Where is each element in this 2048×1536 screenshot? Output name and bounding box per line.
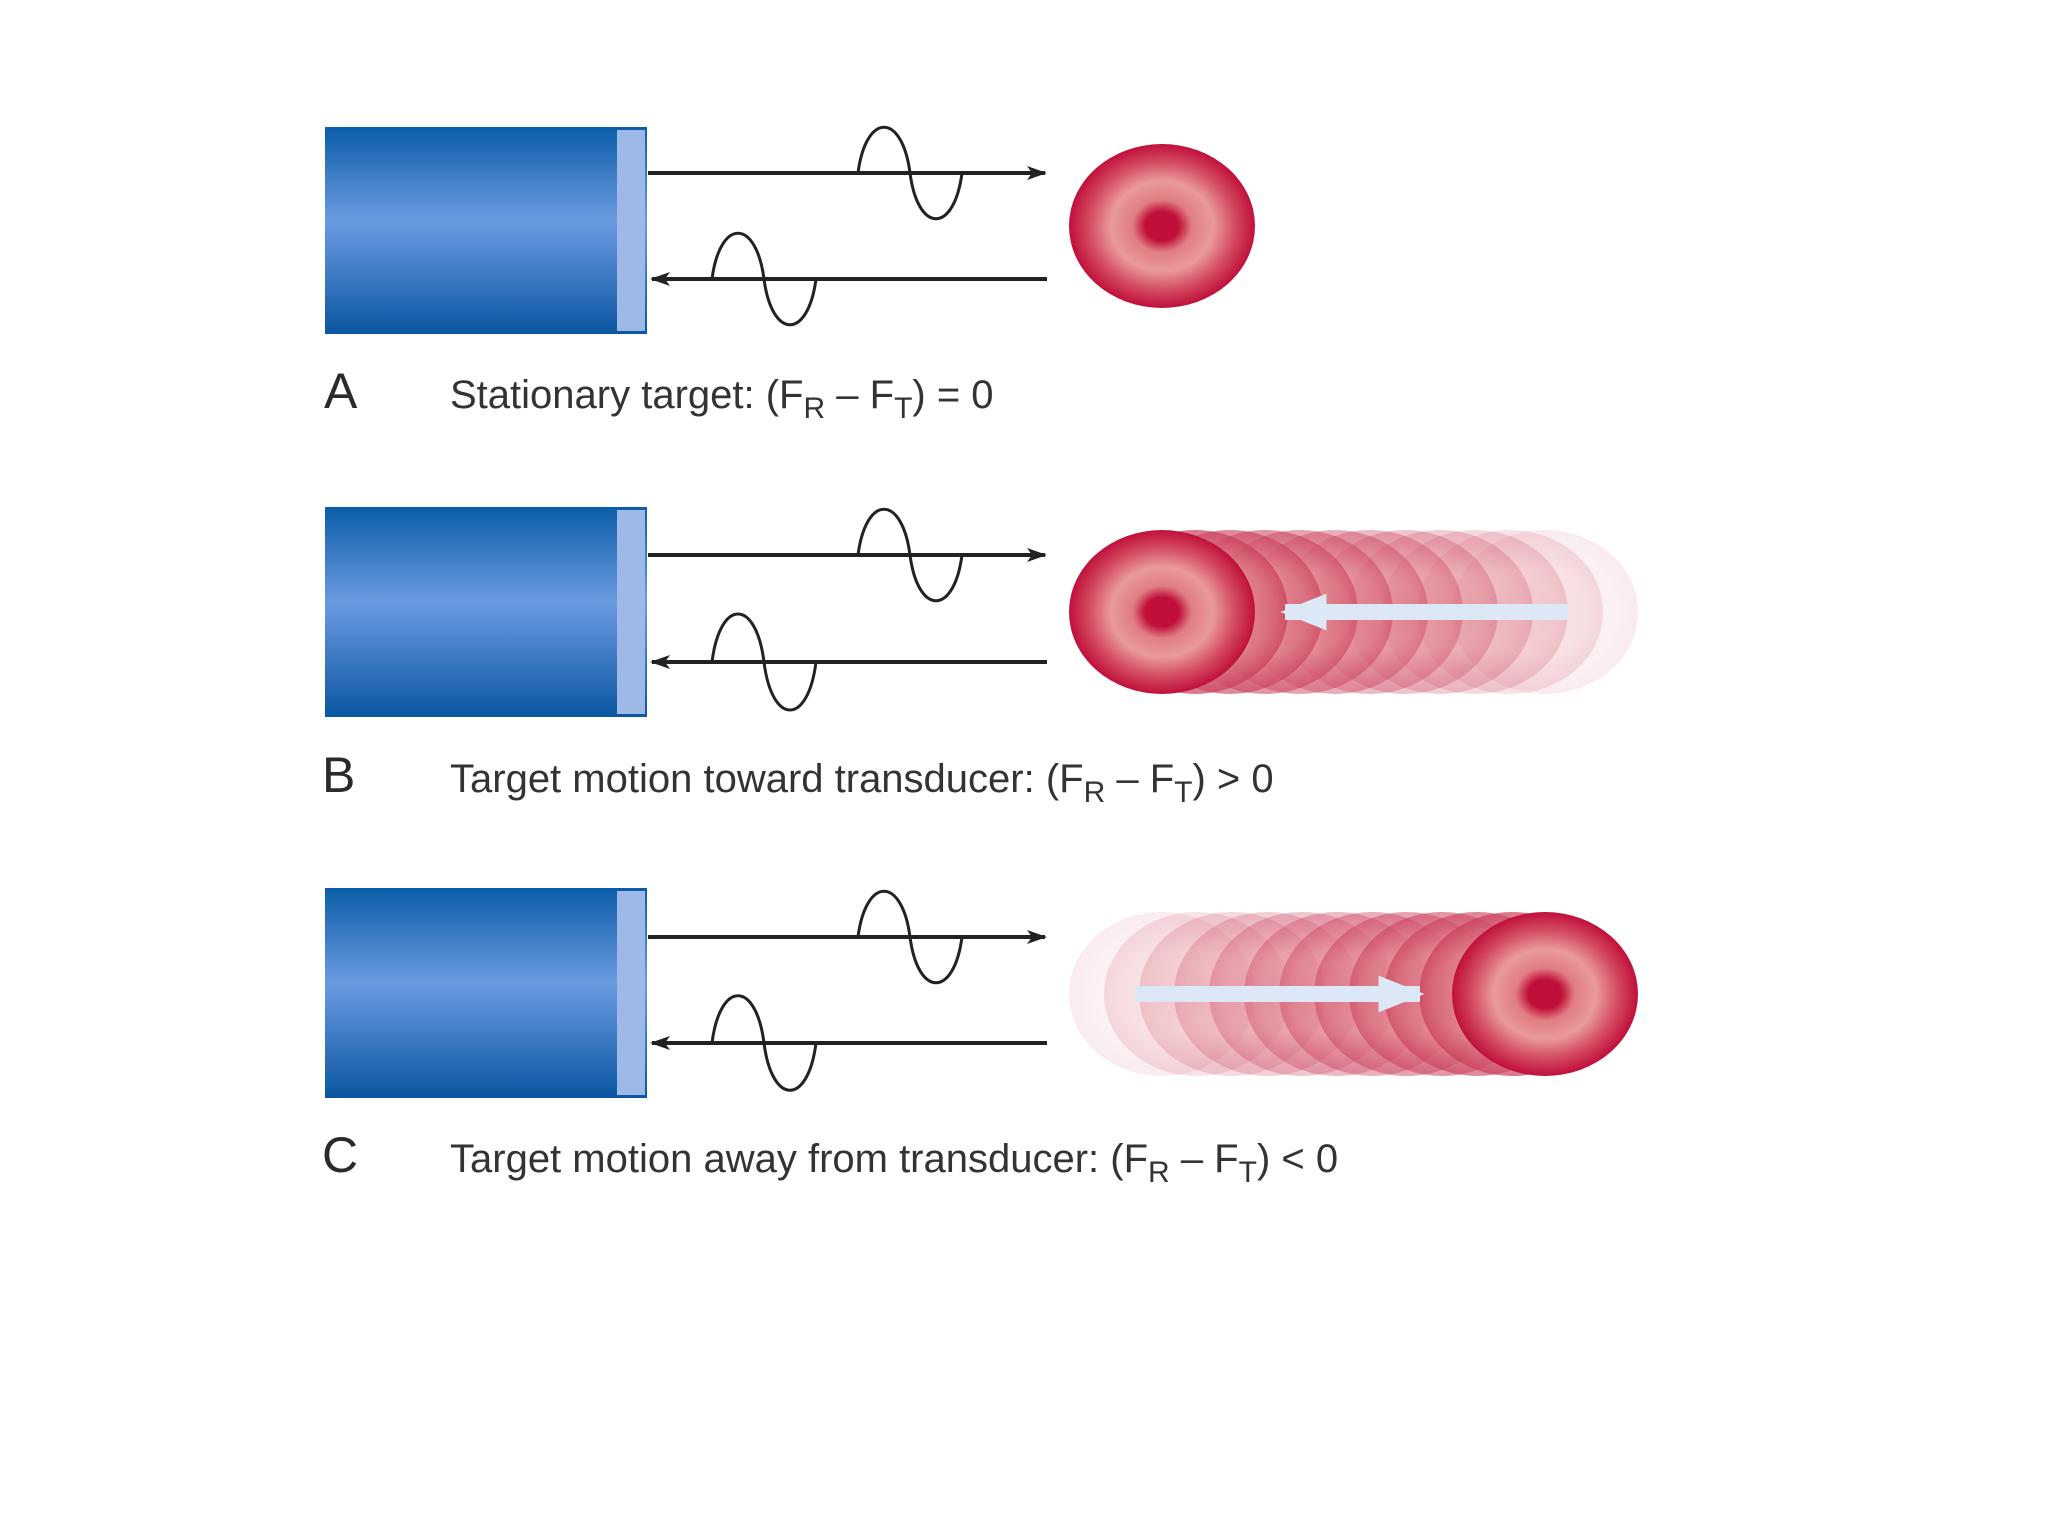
sine-wave-icon xyxy=(856,890,964,984)
panel-letter-b: B xyxy=(322,747,355,803)
panel-b: B Target motion toward transducer: (FR –… xyxy=(322,507,1638,809)
panel-caption-c: Target motion away from transducer: (FR … xyxy=(450,1137,1338,1189)
transducer-block-icon xyxy=(325,507,647,717)
transducer-block-icon xyxy=(325,127,647,334)
transducer-block-icon xyxy=(325,888,647,1098)
transducer-face-plate xyxy=(617,891,645,1095)
panel-caption-b: Target motion toward transducer: (FR – F… xyxy=(450,757,1274,809)
panel-letter-c: C xyxy=(322,1127,358,1183)
panel-a: A Stationary target: (FR – FT) = 0 xyxy=(324,126,1255,425)
panel-caption-a: Stationary target: (FR – FT) = 0 xyxy=(450,373,994,425)
sine-wave-icon xyxy=(710,232,818,326)
panel-letter-a: A xyxy=(324,363,358,419)
sine-wave-icon xyxy=(710,994,818,1092)
sine-wave-icon xyxy=(710,612,818,712)
transducer-face-plate xyxy=(617,510,645,714)
target-motion-trail xyxy=(1102,530,1638,694)
transducer-face-plate xyxy=(617,130,645,331)
sine-wave-icon xyxy=(856,508,964,602)
sine-wave-icon xyxy=(856,126,964,220)
panel-c: C Target motion away from transducer: (F… xyxy=(322,888,1638,1189)
